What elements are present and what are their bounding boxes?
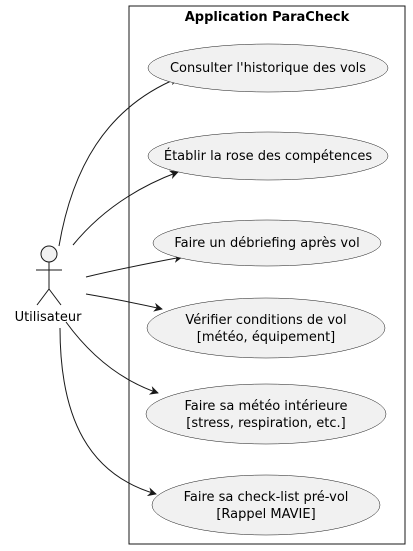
use-case-label: Consulter l'historique des vols (170, 61, 366, 76)
use-case-label: Faire un débriefing après vol (174, 236, 359, 251)
system-title: Application ParaCheck (185, 10, 350, 25)
association-arrow (85, 293, 163, 312)
use-case-ellipse (145, 383, 387, 445)
use-case-ellipse (147, 43, 389, 93)
use-case-label: Établir la rose des compétences (164, 148, 373, 164)
use-case-label-line1: Faire sa météo intérieure (185, 399, 348, 414)
actor-utilisateur[interactable]: Utilisateur (15, 245, 83, 325)
use-case-ellipse (147, 131, 389, 181)
use-case-verifier-conditions[interactable]: Vérifier conditions de vol [météo, équip… (146, 297, 386, 359)
use-case-label-line2: [météo, équipement] (197, 330, 335, 345)
association-arrow (59, 327, 157, 497)
use-case-check-list[interactable]: Faire sa check-list pré-vol [Rappel MAVI… (151, 474, 381, 536)
use-case-ellipse (146, 297, 386, 359)
actor-label: Utilisateur (15, 310, 83, 325)
use-case-ellipse (151, 474, 381, 536)
use-case-label-line2: [Rappel MAVIE] (216, 507, 315, 522)
use-case-label-line1: Vérifier conditions de vol (185, 313, 346, 328)
association-arrow (58, 76, 179, 247)
use-case-consulter-historique[interactable]: Consulter l'historique des vols (147, 43, 389, 93)
actor-leg-right (48, 288, 62, 306)
use-case-meteo-interieure[interactable]: Faire sa météo intérieure [stress, respi… (145, 383, 387, 445)
association-arrow (72, 170, 179, 246)
use-case-debriefing[interactable]: Faire un débriefing après vol (152, 219, 382, 267)
association-arrow (65, 321, 159, 395)
actor-head (40, 245, 58, 263)
association-arrow (85, 254, 183, 278)
use-case-rose-competences[interactable]: Établir la rose des compétences (147, 131, 389, 181)
actor-leg-left (36, 288, 50, 306)
use-case-ellipse (152, 219, 382, 267)
system-boundary (128, 5, 406, 545)
associations (58, 76, 183, 497)
use-case-label-line1: Faire sa check-list pré-vol (184, 490, 349, 505)
use-case-label-line2: [stress, respiration, etc.] (186, 416, 345, 431)
